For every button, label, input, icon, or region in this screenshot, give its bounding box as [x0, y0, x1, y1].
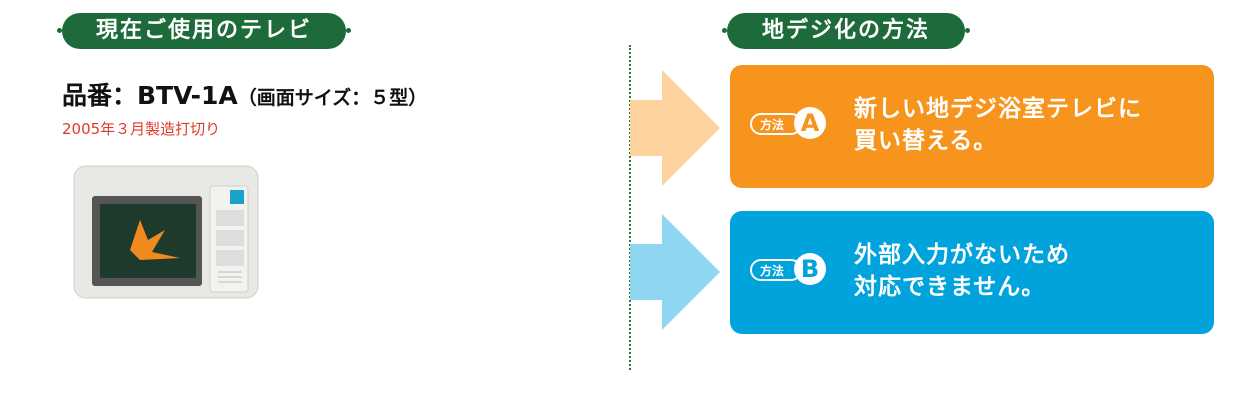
model-number: 品番：BTV-1A（画面サイズ：５型）: [62, 76, 427, 112]
discontinued-note: 2005年３月製造打切り: [62, 120, 221, 138]
method-heading: 地デジ化の方法: [722, 13, 970, 49]
line2: 対応できません。: [854, 274, 1046, 300]
badge-letter: B: [794, 253, 826, 285]
current-tv-heading: 現在ご使用のテレビ: [57, 13, 351, 49]
arrow-b-icon: [630, 214, 720, 330]
bathroom-tv-image: [73, 165, 259, 299]
badge-letter: A: [794, 107, 826, 139]
screen-size: （画面サイズ：５型）: [237, 87, 428, 109]
line1: 新しい地デジ浴室テレビに: [854, 96, 1142, 122]
arrow-a-icon: [630, 70, 720, 186]
method-b-text: 外部入力がないため対応できません。: [854, 239, 1070, 303]
method-a-text: 新しい地デジ浴室テレビに買い替える。: [854, 93, 1142, 157]
flower: [130, 220, 180, 260]
divider-line: [629, 45, 631, 370]
line2: 買い替える。: [854, 128, 998, 154]
line1: 外部入力がないため: [854, 242, 1070, 268]
model-label: 品番：BTV-1A: [62, 81, 238, 110]
